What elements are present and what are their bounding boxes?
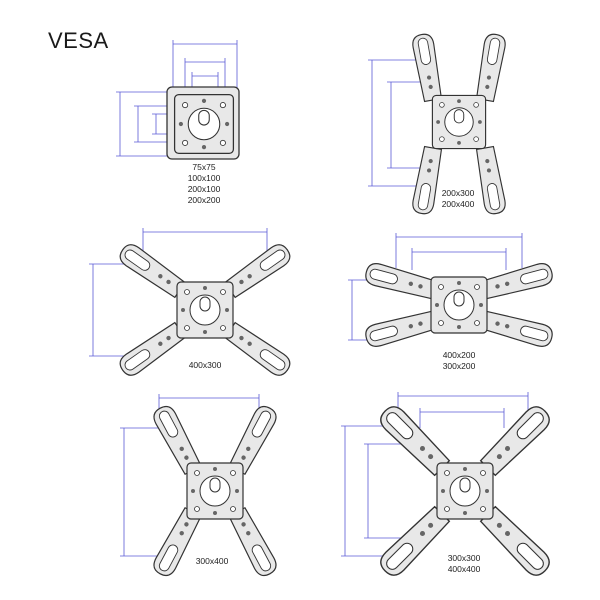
caption-line: 200x100 [187, 184, 221, 194]
panel-4-diagram [348, 233, 556, 350]
panel-1-caption: 75x75 100x100 200x100 200x200 [164, 162, 244, 206]
caption-line: 200x400 [441, 199, 475, 209]
panel-5-caption: 300x400 [172, 556, 252, 567]
caption-line: 400x200 [442, 350, 476, 360]
diagram-title: VESA [48, 28, 109, 53]
caption-line: 300x400 [195, 556, 229, 566]
panel-3-diagram [89, 228, 295, 380]
caption-line: 400x400 [447, 564, 481, 574]
caption-line: 100x100 [187, 173, 221, 183]
panel-4-caption: 400x200 300x200 [419, 350, 499, 372]
panel-5-diagram [120, 394, 281, 580]
caption-line: 75x75 [192, 162, 216, 172]
panel-1-diagram [116, 40, 240, 160]
panel-3-caption: 400x300 [165, 360, 245, 371]
panel-2-diagram [368, 32, 508, 216]
caption-line: 200x300 [441, 188, 475, 198]
panel-6-diagram [341, 392, 555, 581]
caption-line: 400x300 [188, 360, 222, 370]
caption-line: 300x200 [442, 361, 476, 371]
panel-2-caption: 200x300 200x400 [418, 188, 498, 210]
panel-6-caption: 300x300 400x400 [424, 553, 504, 575]
caption-line: 200x200 [187, 195, 221, 205]
caption-line: 300x300 [447, 553, 481, 563]
